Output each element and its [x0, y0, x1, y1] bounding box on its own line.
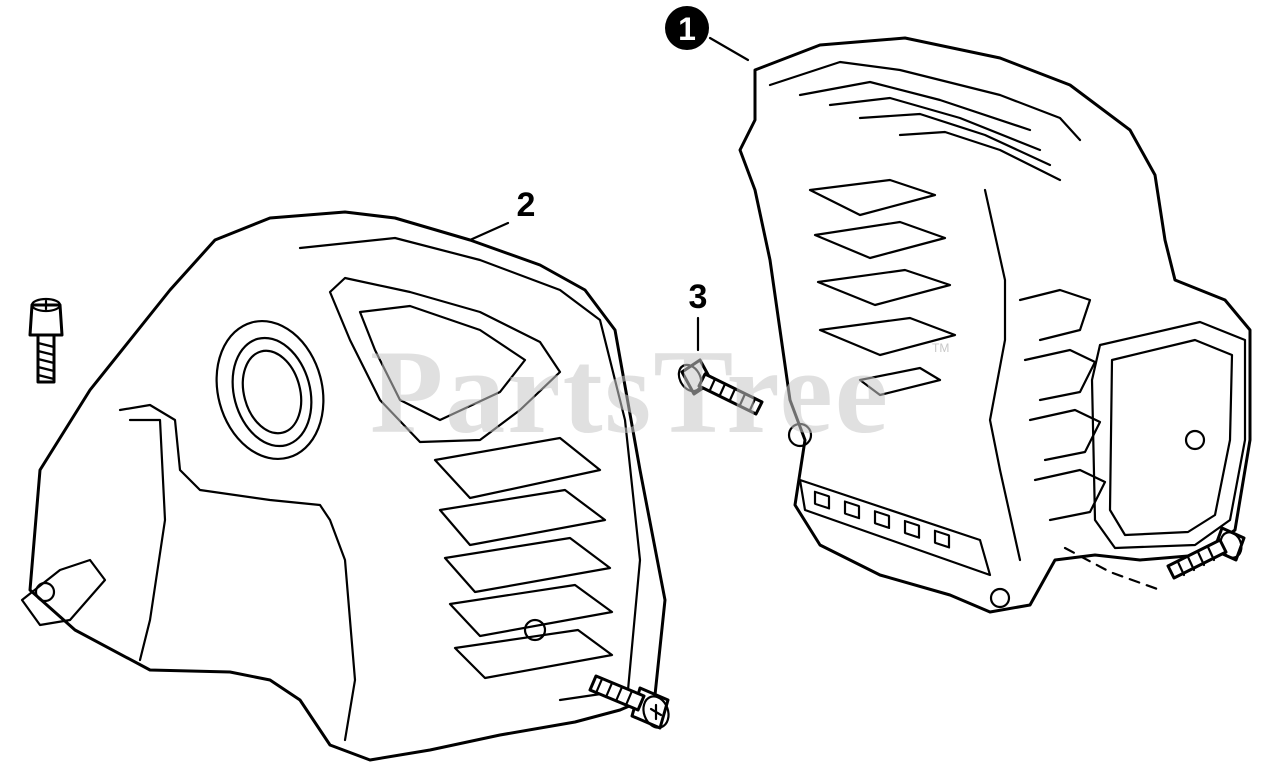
- housing-side-vents: [808, 178, 957, 397]
- watermark-text: PartsTree: [370, 325, 890, 458]
- watermark-trademark: TM: [932, 341, 949, 355]
- housing-bottom-slots: [813, 490, 951, 549]
- callout-1-badge: [665, 6, 709, 50]
- housing-top-ribs: [768, 60, 1082, 182]
- assembly-guide-line: [1063, 546, 1162, 592]
- screw-3[interactable]: [674, 358, 764, 416]
- callout-3-label: 3: [689, 278, 708, 316]
- callout-2[interactable]: 2: [468, 186, 536, 242]
- callout-1-label: 1: [678, 11, 696, 47]
- watermark: PartsTree TM: [370, 325, 949, 458]
- part-2-cylinder-cover[interactable]: [20, 210, 667, 762]
- part-1-fan-housing[interactable]: [738, 36, 1252, 614]
- callout-1[interactable]: 1: [665, 6, 750, 62]
- callout-3[interactable]: 3: [689, 278, 708, 352]
- callout-2-label: 2: [517, 186, 536, 224]
- screw-left[interactable]: [28, 297, 64, 384]
- screw-right[interactable]: [1166, 526, 1246, 580]
- screw-bottom[interactable]: [588, 674, 673, 731]
- cover-fins: [433, 436, 614, 680]
